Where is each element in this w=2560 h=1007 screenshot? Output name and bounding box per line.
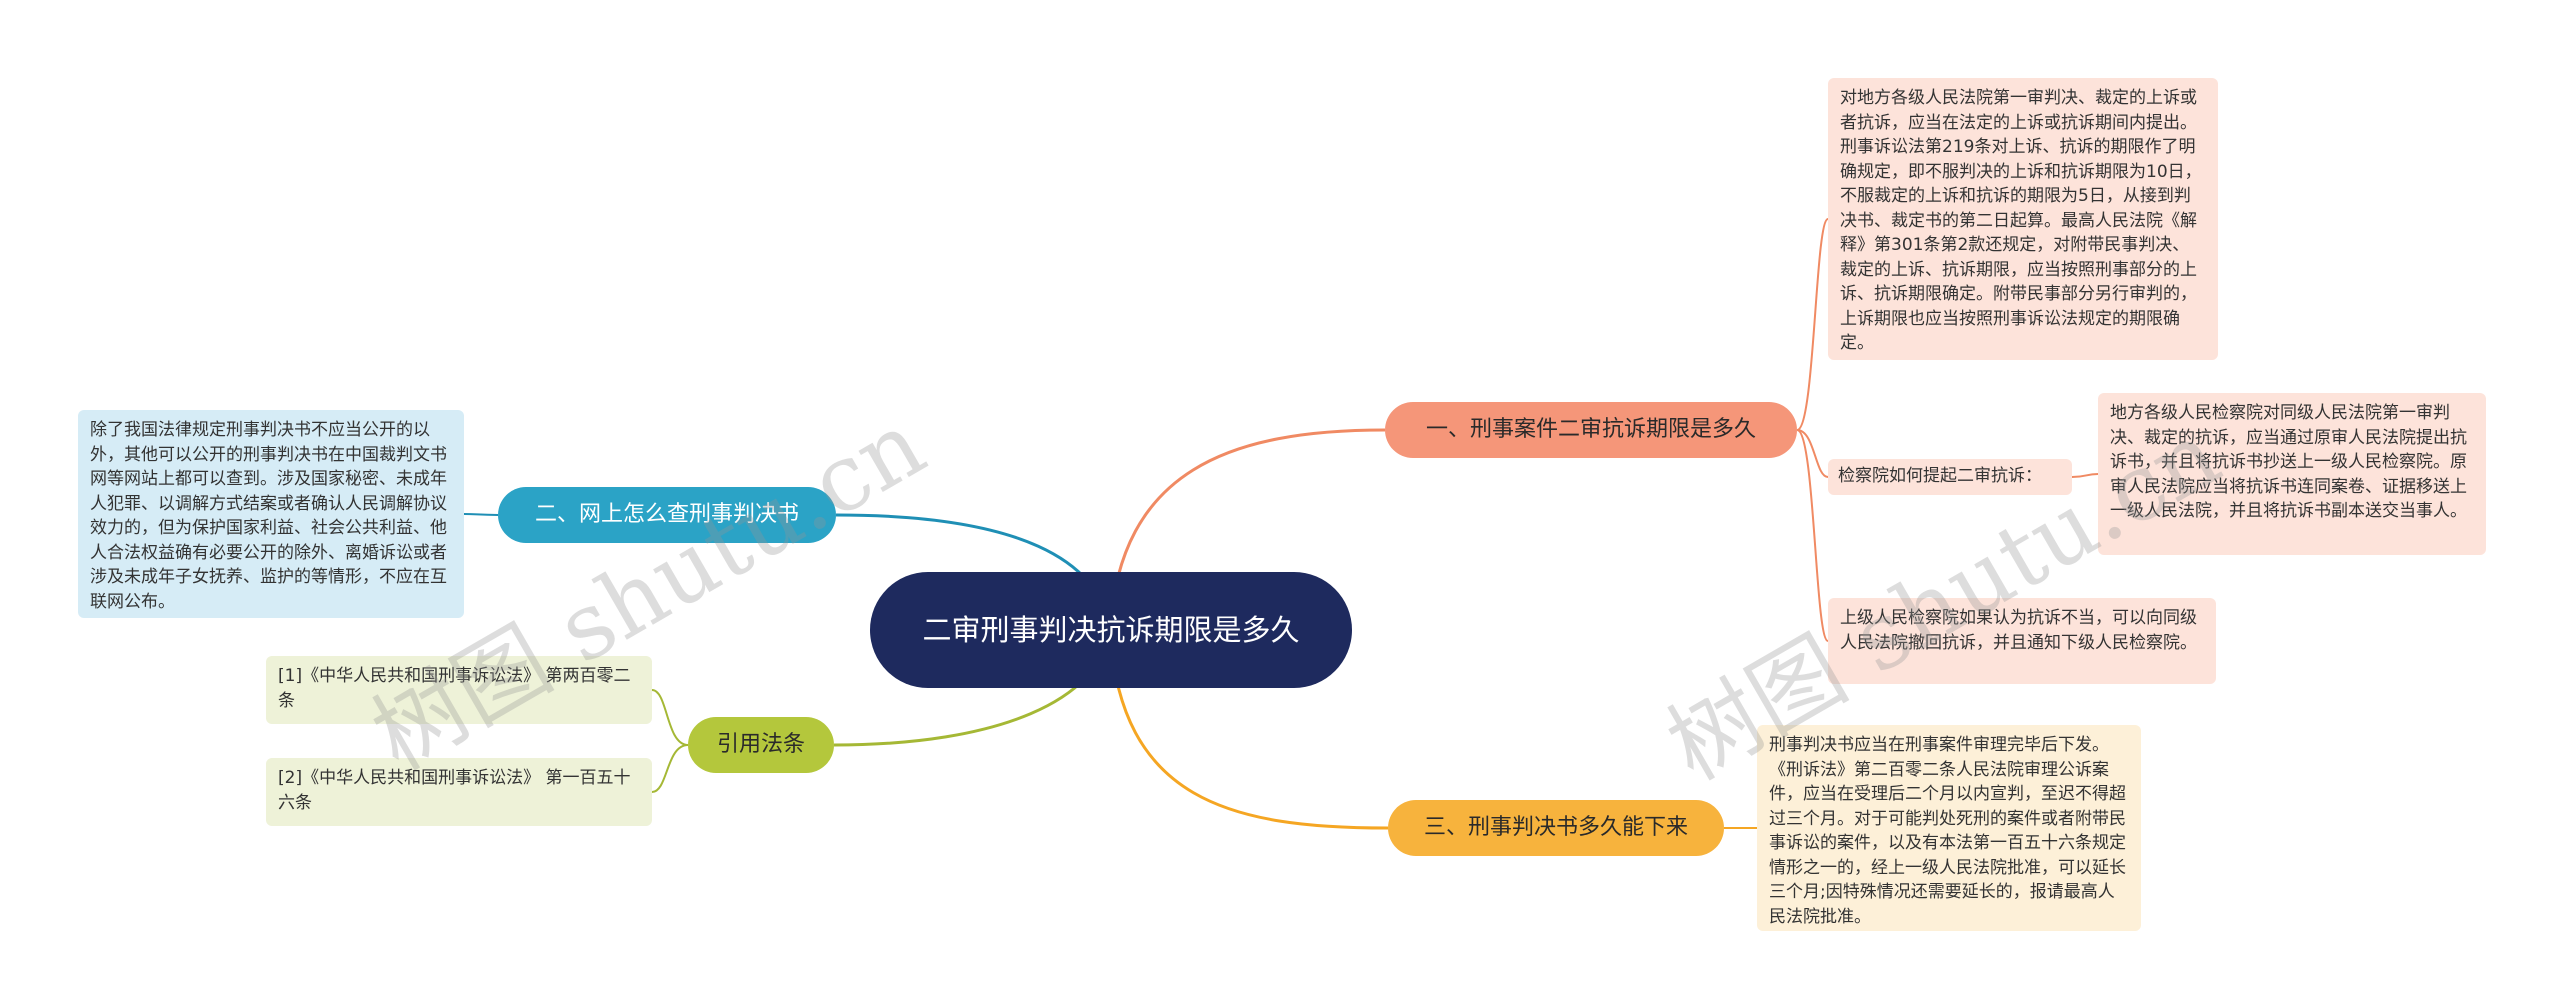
branch-appeal-period[interactable]: 一、刑事案件二审抗诉期限是多久 (1385, 402, 1797, 458)
leaf-law-2[interactable]: [2]《中华人民共和国刑事诉讼法》 第一百五十六条 (266, 758, 652, 826)
branch-cited-laws[interactable]: 引用法条 (688, 717, 834, 773)
leaf-procuratorate-answer[interactable]: 地方各级人民检察院对同级人民法院第一审判决、裁定的抗诉，应当通过原审人民法院提出… (2098, 393, 2486, 555)
leaf-procuratorate-question[interactable]: 检察院如何提起二审抗诉： (1828, 459, 2072, 495)
leaf-law-1[interactable]: [1]《中华人民共和国刑事诉讼法》 第两百零二条 (266, 656, 652, 724)
link-root-b1 (1108, 428, 1386, 631)
leaf-judgment-timing-text[interactable]: 刑事判决书应当在刑事案件审理完毕后下发。《刑诉法》第二百零二条人民法院审理公诉案… (1757, 725, 2141, 931)
branch-online-search[interactable]: 二、网上怎么查刑事判决书 (498, 487, 836, 543)
branch-judgment-timing[interactable]: 三、刑事判决书多久能下来 (1388, 800, 1724, 856)
link-b4-law1 (651, 689, 689, 746)
link-b4-law2 (651, 744, 689, 793)
link-b1-text (1796, 218, 1829, 431)
link-b1-upper (1796, 429, 1829, 642)
link-b1-question (1796, 429, 1829, 478)
leaf-upper-procuratorate[interactable]: 上级人民检察院如果认为抗诉不当，可以向同级人民法院撤回抗诉，并且通知下级人民检察… (1828, 598, 2216, 684)
leaf-online-search-text[interactable]: 除了我国法律规定刑事判决书不应当公开的以外，其他可以公开的刑事判决书在中国裁判文… (78, 410, 464, 618)
root-topic[interactable]: 二审刑事判决抗诉期限是多久 (870, 572, 1352, 688)
link-question-answer (2071, 473, 2099, 478)
link-root-b3 (1108, 629, 1389, 830)
root-topic-label: 二审刑事判决抗诉期限是多久 (922, 613, 1300, 647)
link-b2-text (463, 513, 499, 516)
leaf-appeal-period-text[interactable]: 对地方各级人民法院第一审判决、裁定的上诉或者抗诉，应当在法定的上诉或抗诉期间内提… (1828, 78, 2218, 360)
